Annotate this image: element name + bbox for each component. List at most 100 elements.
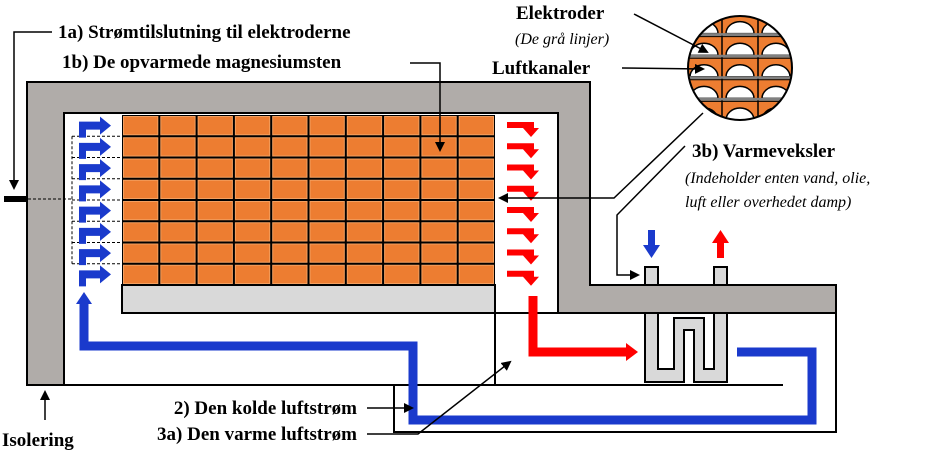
label-hot-airflow: 3a) Den varme luftstrøm [157,424,357,445]
cold-inlet-arrow-icon [79,222,111,244]
magnesium-brick [384,116,420,136]
magnesium-brick [309,201,345,221]
magnesium-brick [421,158,457,178]
magnesium-brick [272,137,308,157]
label-insulation: Isolering [2,430,74,451]
magnesium-brick [458,158,495,178]
magnesium-brick [197,243,233,263]
zoom-detail-circle [687,15,793,121]
fluid-in-arrow-icon [643,230,660,258]
magnesium-brick [384,179,420,199]
air-duct-enclosure [64,313,837,433]
magnesium-brick [272,158,308,178]
magnesium-brick [272,243,308,263]
magnesium-brick [197,137,233,157]
magnesium-brick [197,201,233,221]
magnesium-brick [160,116,196,136]
label-electrodes-note: (De grå linjer) [515,31,609,48]
magnesium-brick [346,243,383,263]
cold-airflow-path [79,302,817,425]
air-channel-arch [761,64,791,78]
magnesium-brick [197,116,233,136]
magnesium-brick [309,116,345,136]
magnesium-brick [272,264,308,284]
hot-outlet-arrow-icon [507,143,539,159]
hot-outlet-arrow-icon [507,228,539,244]
magnesium-brick [309,137,345,157]
label-heat-exchanger: 3b) Varmeveksler [692,141,836,162]
magnesium-brick [197,222,233,242]
magnesium-brick [160,179,196,199]
magnesium-brick [346,137,383,157]
magnesium-brick [458,264,495,284]
exchanger-inlet-port [644,266,659,286]
leader-lines [9,13,709,435]
magnesium-brick [160,201,196,221]
cold-inlet-arrow-icon [79,116,111,138]
leader-zoom-to-bricks [498,112,704,203]
leader-hot-airflow [367,360,512,435]
label-heated-bricks: 1b) De opvarmede magnesiumsten [62,52,342,73]
hot-outlet-arrow-icon [507,185,539,201]
leader-electrodes [633,13,709,53]
magnesium-brick [197,179,233,199]
cold-inlet-arrow-icon [79,244,111,266]
magnesium-brick [234,158,271,178]
cold-inlet-arrow-icon [79,159,111,181]
magnesium-brick [123,264,159,284]
magnesium-brick [123,179,159,199]
magnesium-brick [346,201,383,221]
magnesium-brick [384,201,420,221]
leader-air-channels [621,63,705,74]
power-connector [4,196,28,202]
magnesium-brick [384,264,420,284]
magnesium-brick [234,264,271,284]
leader-power-connection [9,31,52,190]
hot-outlet-arrow-icon [507,164,539,180]
magnesium-brick [309,158,345,178]
air-channel-arch [725,42,755,56]
label-power-connection: 1a) Strømtilslutning til elektroderne [58,22,351,43]
magnesium-brick [234,137,271,157]
magnesium-brick [458,201,495,221]
magnesium-brick [458,243,495,263]
cold-inlet-arrow-icon [79,265,111,287]
hot-outlet-arrow-icon [507,249,539,265]
magnesium-brick [160,158,196,178]
heat-exchanger [644,266,728,383]
hot-outlet-arrow-icon [507,122,539,137]
magnesium-brick [346,179,383,199]
cold-inlet-arrow-icon [79,180,111,202]
leader-heated-bricks [410,62,445,152]
magnesium-brick [234,243,271,263]
magnesium-brick [384,158,420,178]
magnesium-brick [421,243,457,263]
magnesium-brick [421,264,457,284]
hot-outlet-arrows [507,122,539,286]
magnesium-brick [234,179,271,199]
magnesium-brick [421,137,457,157]
magnesium-brick-stack [122,115,495,285]
magnesium-brick [346,222,383,242]
label-cold-airflow: 2) Den kolde luftstrøm [174,398,357,419]
magnesium-brick [272,179,308,199]
cold-inlet-arrow-icon [79,201,111,223]
magnesium-brick [272,222,308,242]
hot-airflow-path [528,296,628,357]
label-heat-exchanger-note-1: (Indeholder enten vand, olie, [685,170,870,187]
electrode-wiring [28,135,122,265]
magnesium-brick [234,201,271,221]
magnesium-brick [458,116,495,136]
magnesium-brick [123,201,159,221]
magnesium-brick [458,179,495,199]
hot-outlet-arrow-icon [507,207,539,222]
magnesium-brick [309,243,345,263]
cold-airflow-arrowhead [76,292,92,304]
magnesium-brick [197,158,233,178]
air-channel-arch [725,20,755,35]
magnesium-brick [384,222,420,242]
air-channel-arch [725,85,755,100]
magnesium-brick [458,137,495,157]
fluid-out-arrow-icon [712,230,729,258]
magnesium-brick [421,222,457,242]
